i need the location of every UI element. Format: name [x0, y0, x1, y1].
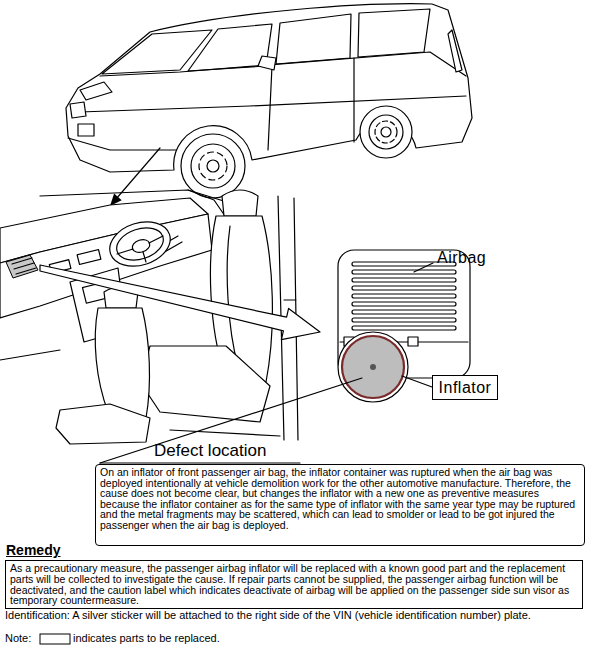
defect-box: Defect locationOn an inflator of front p…	[95, 464, 585, 546]
airbag-fold	[352, 286, 456, 290]
airbag-fold	[352, 318, 456, 322]
airbag-fold	[352, 302, 456, 306]
tail-light	[448, 30, 462, 72]
section-heading: Remedy	[6, 545, 60, 556]
steering-wheel	[104, 214, 176, 273]
leader-line	[414, 263, 433, 272]
leader-line	[402, 376, 432, 387]
description-text: As a precautionary measure, the passenge…	[10, 563, 578, 606]
seat-cushion	[140, 346, 270, 422]
steering-hub	[131, 238, 152, 255]
wheel-hub	[207, 160, 219, 172]
wheel-spokes	[199, 152, 227, 180]
front-wheel	[181, 134, 245, 198]
airbag-fold	[352, 278, 456, 282]
side-window	[358, 9, 430, 57]
van-body	[66, 4, 472, 172]
airbag-fold	[352, 270, 456, 274]
rear-wheel	[360, 106, 412, 158]
grille	[70, 102, 86, 118]
seat-stitch	[227, 226, 238, 366]
part-label: Inflator	[439, 379, 492, 397]
identification-note: Identification: A silver sticker will be…	[5, 610, 590, 621]
steering-spoke	[117, 236, 163, 262]
wheel-spokes	[375, 121, 397, 143]
airbag-fold	[352, 294, 456, 298]
inflator-ring	[338, 332, 408, 402]
airbag-fold	[352, 326, 456, 330]
steering-wheel-inner	[113, 222, 168, 265]
body-crease	[80, 96, 466, 112]
side-mirror	[258, 56, 276, 70]
note-text: indicates parts to be replaced.	[73, 633, 373, 644]
inflator-center	[370, 364, 376, 370]
lid-hatch	[12, 258, 36, 274]
description-text: On an inflator of front passenger air ba…	[100, 467, 580, 531]
pointer-arrow	[40, 265, 320, 340]
wheel-hub	[381, 127, 391, 137]
part-label: Airbag	[437, 250, 517, 266]
license-plate	[78, 124, 94, 136]
note-text: Note:	[5, 633, 45, 644]
belt-line	[100, 52, 466, 76]
air-vent	[77, 249, 101, 264]
section-heading: Defect location	[154, 446, 266, 457]
callout-box: Inflator	[432, 375, 498, 400]
door-line	[268, 66, 272, 150]
airbag-lid	[6, 255, 38, 278]
floor-line	[0, 350, 280, 436]
seat-headrest	[222, 190, 258, 216]
wheel-rim	[191, 144, 235, 188]
headlight	[80, 82, 112, 100]
airbag-fold	[352, 310, 456, 314]
seat-back	[95, 308, 149, 418]
note-swatch-box	[40, 634, 70, 644]
mount-tab	[408, 337, 418, 346]
side-window	[276, 14, 351, 64]
leader-line	[100, 378, 362, 463]
remedy-box: RemedyAs a precautionary measure, the pa…	[5, 560, 583, 609]
inflator-part	[342, 336, 404, 398]
wheel-rim	[369, 115, 403, 149]
van-illustration	[66, 4, 472, 198]
seat-cushion	[56, 404, 150, 444]
door-line	[353, 58, 354, 142]
